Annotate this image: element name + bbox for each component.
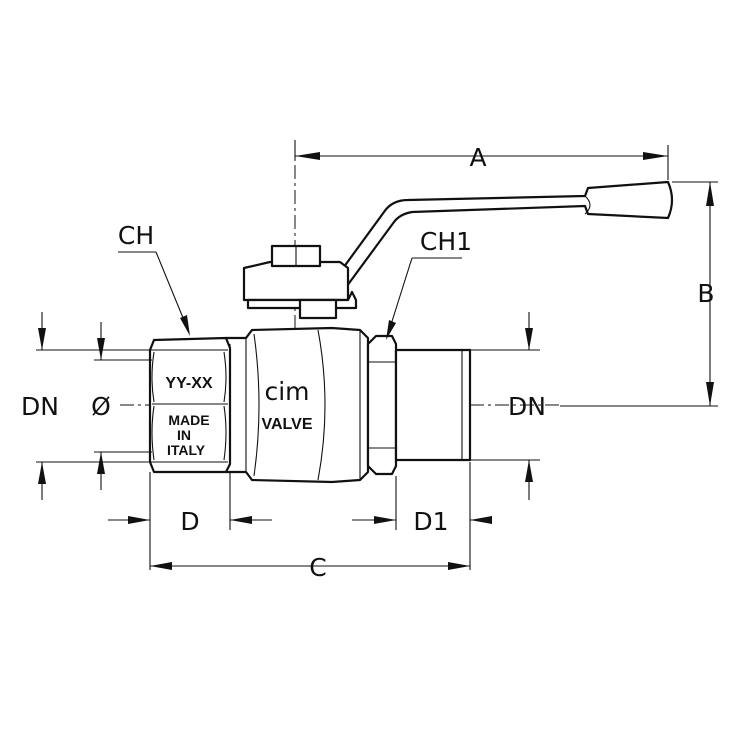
label-b: B [697,279,714,308]
hex-marking-made: MADE [168,412,209,428]
label-ch1: CH1 [420,227,472,256]
label-dn-left: DN [21,392,59,421]
dimension-c [150,562,470,570]
ch-leader [118,251,190,336]
female-hex-end [148,336,232,474]
hex-marking-italy: ITALY [167,442,206,458]
hex-marking-size: YY-XX [165,375,212,392]
label-ch: CH [118,221,154,250]
stem-assembly [242,244,358,320]
dimension-diameter [94,322,152,490]
label-d1: D1 [413,507,448,536]
hex-marking-in: IN [177,427,191,443]
lever-handle [316,180,674,304]
ch1-leader [386,257,462,340]
body-marking-valve: VALVE [262,416,313,433]
label-a: A [469,143,486,172]
label-dn-right: DN [508,392,546,421]
label-diameter: Ø [91,392,111,421]
dimension-a [294,140,669,180]
male-hex-end [366,334,472,476]
dimension-d1 [352,462,492,570]
dimension-dn-left [36,312,152,500]
label-d: D [180,507,199,536]
dimension-dn-right [470,312,540,500]
dimension-b [560,181,718,407]
brand-logo: cim [264,377,309,406]
label-c: C [309,553,326,582]
dimension-d [108,472,272,570]
